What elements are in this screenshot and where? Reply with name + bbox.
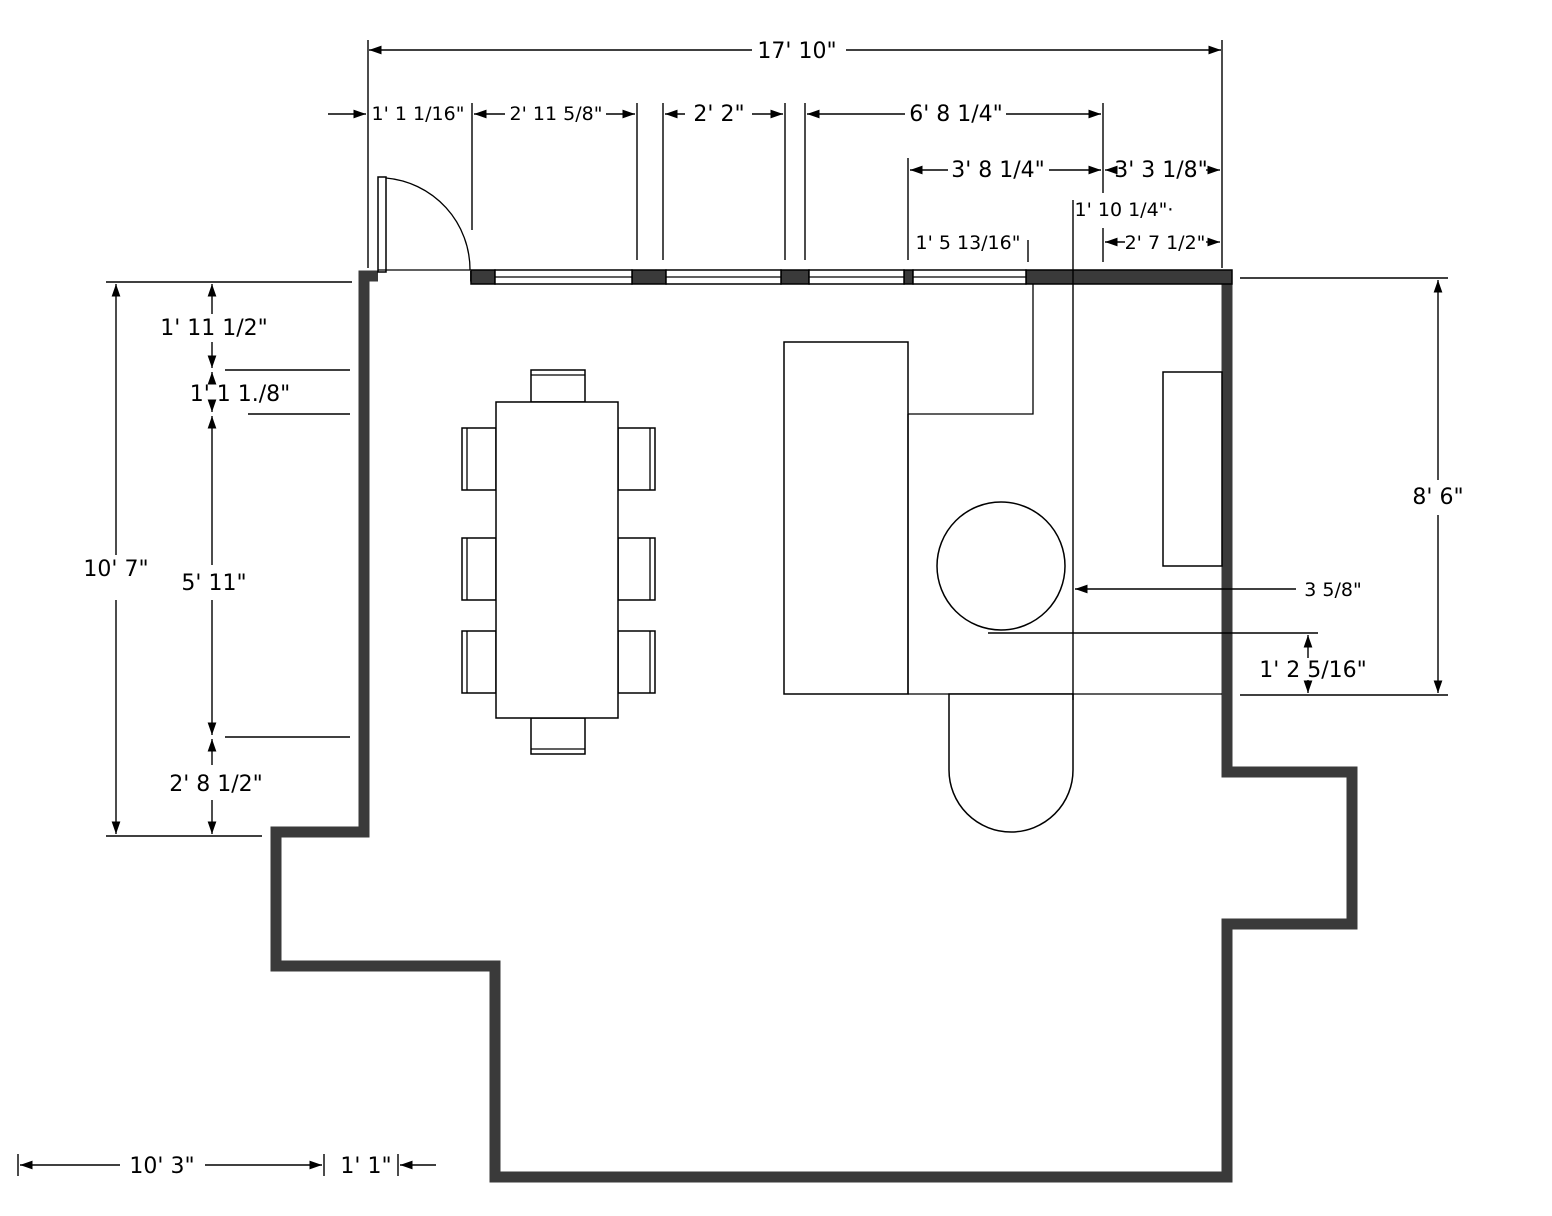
entry-door [377,176,471,273]
kitchen-island [783,341,909,695]
door-swing-arc [385,177,471,271]
dim-left-total: 10' 7" [83,557,148,582]
dim-left-top: 1' 11 1/2" [160,316,268,341]
dining-set [461,369,656,755]
dim-right-total: 8' 6" [1412,485,1463,510]
dim-overall-width: 17' 10" [757,39,836,64]
chair [461,630,497,694]
chair [617,537,656,601]
dim-right-corner: 2' 7 1/2" [1125,232,1206,254]
chair [617,630,656,694]
wall-segment [631,269,667,285]
dim-right-span: 3' 3 1/8" [1114,158,1208,183]
wall-cabinet [1162,371,1223,567]
dim-window-a: 2' 11 5/8" [510,103,603,125]
dim-bottom-left: 10' 3" [129,1154,194,1179]
dimensions-bottom [17,1154,436,1176]
chair [461,537,497,601]
dim-kitchen-span: 3' 8 1/4" [951,158,1045,183]
wall-segment [470,269,496,285]
chair [617,427,656,491]
dimensions-top [328,40,1223,700]
dim-window-b: 2' 2" [693,102,744,127]
wall-segment [780,269,810,285]
dim-center-offset: 1' 10 1/4"· [1075,199,1174,221]
dining-table [495,401,619,719]
bench-seat [948,693,1074,833]
windows [494,269,1027,285]
kitchen [783,284,1223,833]
dim-left-bottom: 2' 8 1/2" [169,772,263,797]
dim-door-offset: 1' 1 1/16" [372,103,465,125]
counter-outline [908,284,1034,415]
dim-window-c: 1' 5 13/16" [916,232,1021,254]
dim-left-small: 1' 1 1./8" [190,382,291,407]
wall-segment [1025,269,1233,285]
dim-bottom-step: 1' 1" [340,1154,391,1179]
dim-island-gap: 3 5/8" [1304,579,1361,601]
dimensions-right [988,277,1448,696]
main-wall-outline [270,270,1358,1183]
round-table [936,501,1066,631]
dim-window-run: 6' 8 1/4" [909,102,1003,127]
dimensions-left [106,281,352,837]
wall-segment [903,269,914,285]
dim-table-offset: 1' 2 5/16" [1259,658,1367,683]
dim-left-mid: 5' 11" [181,571,246,596]
door-leaf [377,176,387,273]
